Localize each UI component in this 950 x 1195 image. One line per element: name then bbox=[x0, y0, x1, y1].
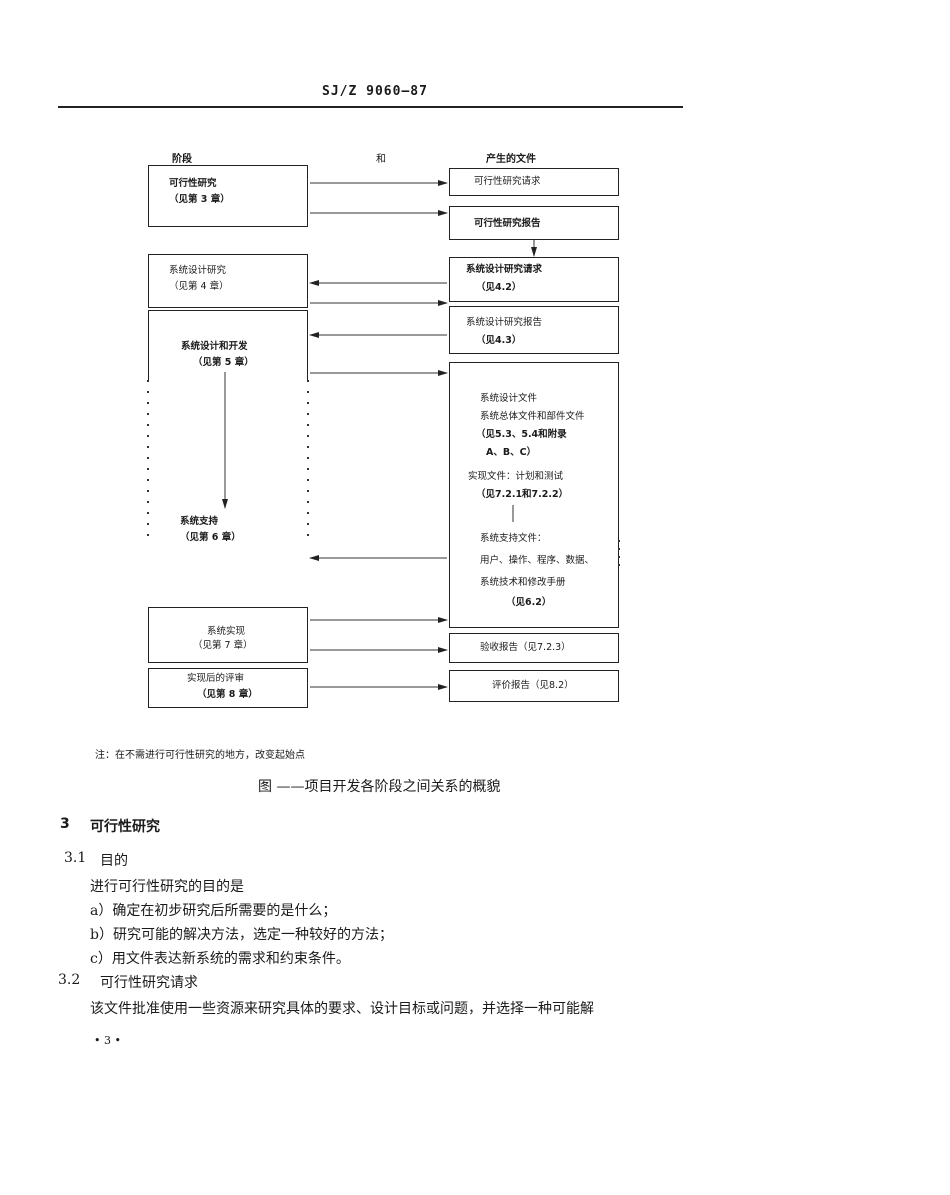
doc-box-evaluation-report: 评价报告（见8.2） bbox=[449, 670, 619, 702]
col-title-documents: 产生的文件 bbox=[486, 154, 536, 165]
doc-box-design-study-report: 系统设计研究报告 （见4.3） bbox=[449, 306, 619, 354]
stage-box-design-study: 系统设计研究 （见第 4 章） bbox=[148, 254, 308, 308]
figure-note: 注：在不需进行可行性研究的地方，改变起始点 bbox=[95, 750, 305, 761]
doc-ref: （见4.2） bbox=[476, 282, 522, 293]
doc-line: 系统总体文件和部件文件 bbox=[480, 411, 585, 422]
doc-line: 实现文件：计划和测试 bbox=[468, 471, 564, 482]
page-number: • 3 • bbox=[94, 1034, 121, 1047]
doc-line: 系统支持文件： bbox=[480, 533, 547, 544]
stage-label: 系统实现 bbox=[207, 626, 246, 637]
doc-label: 验收报告（见7.2.3） bbox=[480, 642, 571, 653]
stage-ref: （见第 3 章） bbox=[169, 194, 230, 205]
body-line: 该文件批准使用一些资源来研究具体的要求、设计目标或问题，并选择一种可能解 bbox=[90, 1001, 594, 1017]
figure-caption: 图 ——项目开发各阶段之间关系的概貌 bbox=[258, 779, 501, 795]
stage-label-support: 系统支持 bbox=[180, 516, 219, 527]
subsection-number: 3.2 bbox=[58, 972, 81, 988]
col-title-stages: 阶段 bbox=[172, 154, 192, 165]
subsection-number: 3.1 bbox=[64, 850, 87, 866]
doc-line: 用户、操作、程序、数据、 bbox=[480, 555, 595, 566]
doc-line: A、B、C） bbox=[486, 447, 537, 458]
stage-ref-support: （见第 6 章） bbox=[180, 532, 241, 543]
doc-box-feasibility-report: 可行性研究报告 bbox=[449, 206, 619, 240]
doc-line: （见5.3、5.4和附录 bbox=[476, 429, 567, 440]
stage-label: 系统设计和开发 bbox=[181, 341, 248, 352]
doc-line: （见7.2.1和7.2.2） bbox=[476, 489, 569, 500]
doc-box-system-files: 系统设计文件 系统总体文件和部件文件 （见5.3、5.4和附录 A、B、C） 实… bbox=[449, 362, 619, 628]
list-item-a: a）确定在初步研究后所需要的是什么； bbox=[90, 903, 337, 919]
doc-box-feasibility-request: 可行性研究请求 bbox=[449, 168, 619, 196]
list-item-b: b）研究可能的解决方法，选定一种较好的方法； bbox=[90, 927, 393, 943]
stage-box-feasibility: 可行性研究 （见第 3 章） bbox=[148, 165, 308, 227]
stage-ref: （见第 4 章） bbox=[169, 281, 229, 292]
subsection-title: 可行性研究请求 bbox=[100, 975, 198, 991]
doc-label: 可行性研究请求 bbox=[474, 176, 541, 187]
running-header: SJ/Z 9060—87 bbox=[322, 84, 428, 99]
doc-label: 系统设计研究报告 bbox=[466, 317, 543, 328]
stage-label: 系统设计研究 bbox=[169, 265, 227, 276]
section-title: 可行性研究 bbox=[90, 819, 160, 835]
col-title-and: 和 bbox=[376, 154, 386, 165]
stage-ref: （见第 7 章） bbox=[193, 640, 253, 651]
doc-label: 可行性研究报告 bbox=[474, 218, 541, 229]
stage-box-design-dev: 系统设计和开发 （见第 5 章） bbox=[148, 310, 308, 380]
stage-box-review: 实现后的评审 （见第 8 章） bbox=[148, 668, 308, 708]
body-line: 进行可行性研究的目的是 bbox=[90, 879, 244, 895]
diagram-connectors bbox=[147, 180, 620, 690]
stage-box-implementation: 系统实现 （见第 7 章） bbox=[148, 607, 308, 663]
doc-box-acceptance-report: 验收报告（见7.2.3） bbox=[449, 633, 619, 663]
stage-ref: （见第 8 章） bbox=[197, 689, 258, 700]
stage-label: 实现后的评审 bbox=[187, 673, 245, 684]
stage-label: 可行性研究 bbox=[169, 178, 217, 189]
doc-ref: （见4.3） bbox=[476, 335, 522, 346]
list-item-c: c）用文件表达新系统的需求和约束条件。 bbox=[90, 951, 350, 967]
doc-line: 系统技术和修改手册 bbox=[480, 577, 566, 588]
doc-line: 系统设计文件 bbox=[480, 393, 538, 404]
doc-box-design-study-request: 系统设计研究请求 （见4.2） bbox=[449, 257, 619, 302]
section-number: 3 bbox=[60, 816, 70, 832]
doc-line: （见6.2） bbox=[506, 597, 552, 608]
header-rule bbox=[58, 106, 683, 108]
subsection-title: 目的 bbox=[100, 853, 128, 869]
doc-label: 评价报告（见8.2） bbox=[492, 680, 574, 691]
stage-ref: （见第 5 章） bbox=[193, 357, 254, 368]
doc-label: 系统设计研究请求 bbox=[466, 264, 543, 275]
